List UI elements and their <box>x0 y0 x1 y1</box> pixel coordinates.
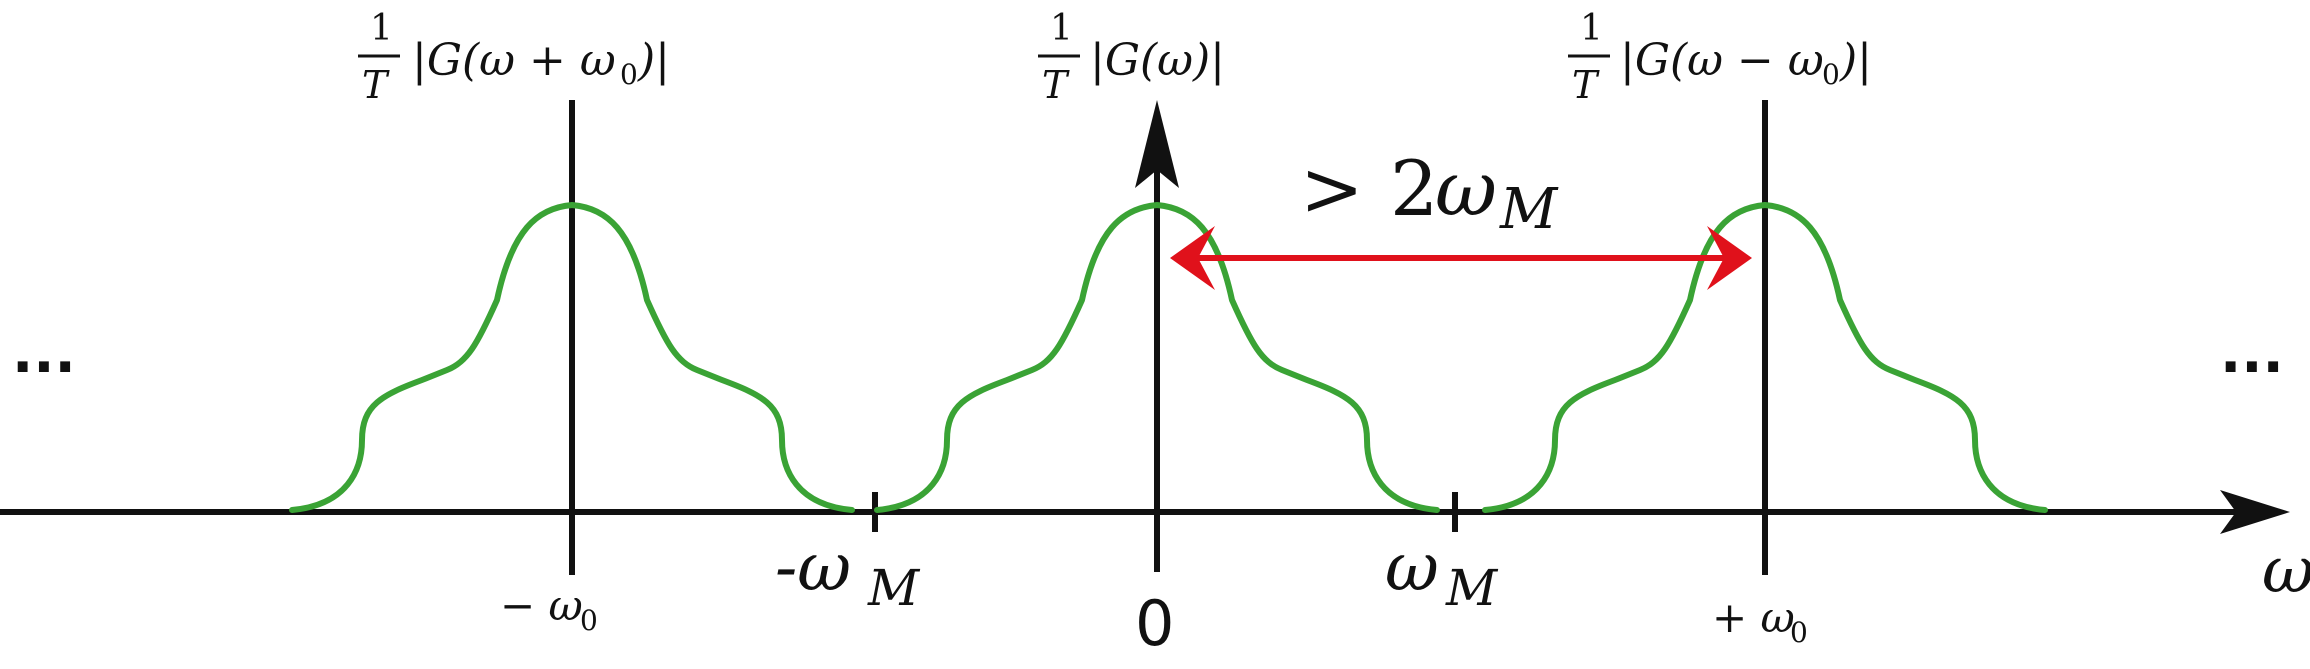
tick-label-plus-omega-0-sym: + ω <box>1712 593 1795 642</box>
omega-axis-symbol: ω <box>2262 534 2310 608</box>
tick-label-omega-m: ω M <box>1385 529 1499 617</box>
spacing-label-coef: 2 <box>1390 144 1438 233</box>
replica-label-center: 1 T |G(ω)| <box>1038 8 1225 107</box>
omega-axis: ω <box>0 490 2310 608</box>
spacing-label-prefix: > <box>1300 144 1364 233</box>
replica-label-left: 1 T |G(ω + ω 0 )| <box>358 8 670 107</box>
tick-label-minus-omega-m-sym: -ω <box>775 529 851 606</box>
ellipsis-right: ... <box>2220 321 2284 386</box>
replica-label-left-num: 1 <box>370 8 393 49</box>
tick-label-minus-omega-m: -ω M <box>775 529 921 617</box>
tick-label-minus-omega-0: − ω 0 <box>500 581 598 637</box>
tick-label-omega-m-sym: ω <box>1385 529 1439 606</box>
spacing-label: > 2 ω M <box>1300 144 1559 242</box>
replica-label-right-expr-sub: 0 <box>1822 58 1840 91</box>
replica-label-right: 1 T |G(ω − ω 0 )| <box>1568 8 1872 107</box>
vertical-axis-arrowhead <box>1135 100 1179 188</box>
spectrum-curves <box>289 202 2048 513</box>
replica-label-right-den: T <box>1572 63 1600 107</box>
replica-label-center-den: T <box>1042 63 1070 107</box>
spectrum-curve-center <box>874 202 1440 513</box>
replica-label-left-expr: |G(ω + ω <box>412 35 616 86</box>
replica-label-right-expr-post: )| <box>1839 35 1872 86</box>
tick-label-minus-omega-m-sub: M <box>867 559 921 617</box>
replica-label-center-num: 1 <box>1050 8 1073 49</box>
spectrum-curve-left <box>289 202 855 513</box>
tick-label-minus-omega-0-sym: − ω <box>500 581 583 630</box>
spacing-arrow-head-left <box>1170 226 1215 290</box>
spacing-arrow <box>1170 226 1752 290</box>
spectrum-curve-right <box>1482 202 2048 513</box>
vertical-axis <box>1135 100 1179 572</box>
ellipsis-left: ... <box>12 321 76 386</box>
spacing-arrow-head-right <box>1707 226 1752 290</box>
replica-label-left-expr-sub: 0 <box>620 58 638 91</box>
replica-label-center-expr: |G(ω)| <box>1090 35 1225 86</box>
replica-label-right-expr: |G(ω − ω <box>1620 35 1824 86</box>
replica-label-left-den: T <box>362 63 390 107</box>
tick-label-plus-omega-0: + ω 0 <box>1712 593 1808 649</box>
tick-label-plus-omega-0-sub: 0 <box>1790 616 1808 649</box>
replica-label-left-expr-post: )| <box>637 35 670 86</box>
spacing-label-symbol: ω <box>1435 144 1497 233</box>
replica-label-right-num: 1 <box>1580 8 1603 49</box>
tick-label-minus-omega-0-sub: 0 <box>580 604 598 637</box>
omega-axis-arrowhead <box>2220 490 2290 534</box>
tick-label-zero: 0 <box>1135 587 1174 660</box>
tick-label-omega-m-sub: M <box>1445 559 1499 617</box>
spacing-label-subscript: M <box>1499 177 1559 242</box>
